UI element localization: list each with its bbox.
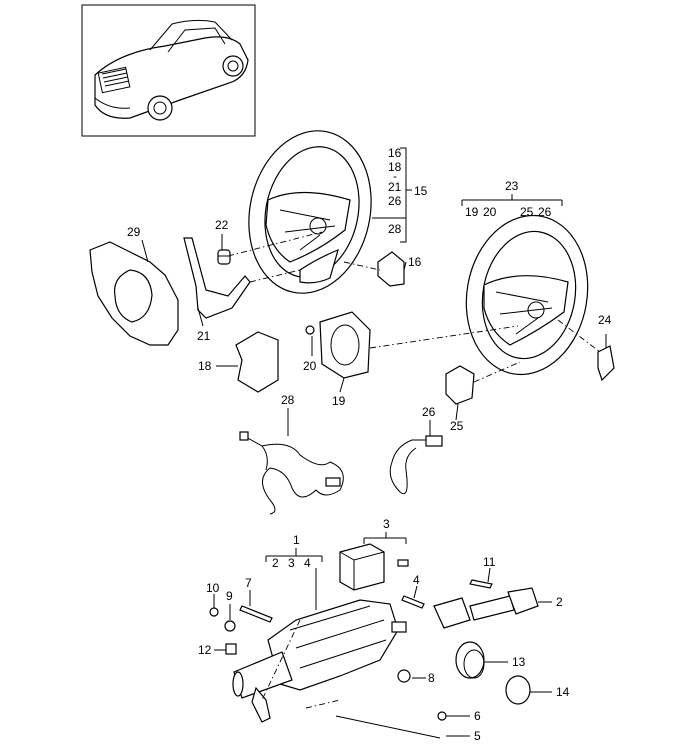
leader-lines [141,147,607,737]
callout-7: 7 [245,576,252,590]
callout-5: 5 [474,729,481,743]
callout-group15-16: 16 [388,146,402,160]
bolt-11-part [469,579,493,589]
callout-16: 16 [408,255,422,269]
callout-19: 19 [332,394,346,408]
callout-labels: 29 22 21 18 20 19 16 16 18 - 21 15 26 28… [127,146,612,743]
callout-22: 22 [215,218,229,232]
cap-16-part [377,251,405,287]
callout-group23-25: 25 [520,205,534,219]
steering-column-assembly [232,599,407,723]
steering-wheel-left [248,130,372,294]
callout-24: 24 [598,313,612,327]
bolt-4-part [401,595,425,609]
washer-9-part [224,620,236,632]
assembly-lines [227,231,601,709]
control-unit-18-part [235,331,279,393]
callout-2: 2 [556,595,563,609]
callout-group1-3: 3 [288,556,295,570]
callout-group15-28: 28 [388,222,402,236]
callout-21: 21 [197,329,211,343]
rod-5-part [335,715,441,739]
callout-29: 29 [127,225,141,239]
seal-14-part [505,675,531,705]
nut-10-part [209,607,219,617]
column-cover-part [89,241,179,346]
callout-1: 1 [293,533,300,547]
callout-15: 15 [414,184,428,198]
callout-4: 4 [413,573,420,587]
callout-10: 10 [206,581,220,595]
bolt-22-part [217,249,231,265]
clock-spring-19-part [305,311,371,379]
callout-13: 13 [512,655,526,669]
bolt-7-part [239,605,273,623]
callout-14: 14 [556,685,570,699]
callout-25: 25 [450,419,464,433]
wiring-harness-28-part [243,435,344,515]
callout-3: 3 [383,517,390,531]
callout-9: 9 [226,589,233,603]
callout-6: 6 [474,709,481,723]
callout-23: 23 [505,179,519,193]
steering-wheel-right [465,214,589,376]
clip-12-part [225,643,237,655]
callout-group15-26: 26 [388,194,402,208]
callout-26: 26 [422,405,436,419]
callout-12: 12 [198,643,212,657]
cap-24-part [597,345,615,382]
callout-18: 18 [198,359,212,373]
callout-group15-21: 21 [388,180,402,194]
vehicle-thumbnail [81,4,256,137]
intermediate-shaft-2-part [433,587,539,629]
wiring-harness-26-part [389,439,430,495]
callout-8: 8 [428,671,435,685]
callout-group1-4: 4 [304,556,311,570]
callout-group23-19: 19 [465,205,479,219]
sleeve-13-part [455,641,485,679]
callout-group15-dash: - [393,169,397,183]
callout-20: 20 [303,359,317,373]
nut-8-part [397,669,411,683]
trim-strip-part [183,237,251,319]
callout-11: 11 [483,555,496,569]
callout-group23-20: 20 [483,205,497,219]
callout-28: 28 [281,393,295,407]
cap-25-part [445,365,475,405]
callout-group15-18: 18 [388,160,402,174]
callout-group1-2: 2 [272,556,279,570]
module-3-part [339,543,409,591]
callout-group23-26: 26 [538,205,552,219]
screw-6-part [437,711,447,721]
